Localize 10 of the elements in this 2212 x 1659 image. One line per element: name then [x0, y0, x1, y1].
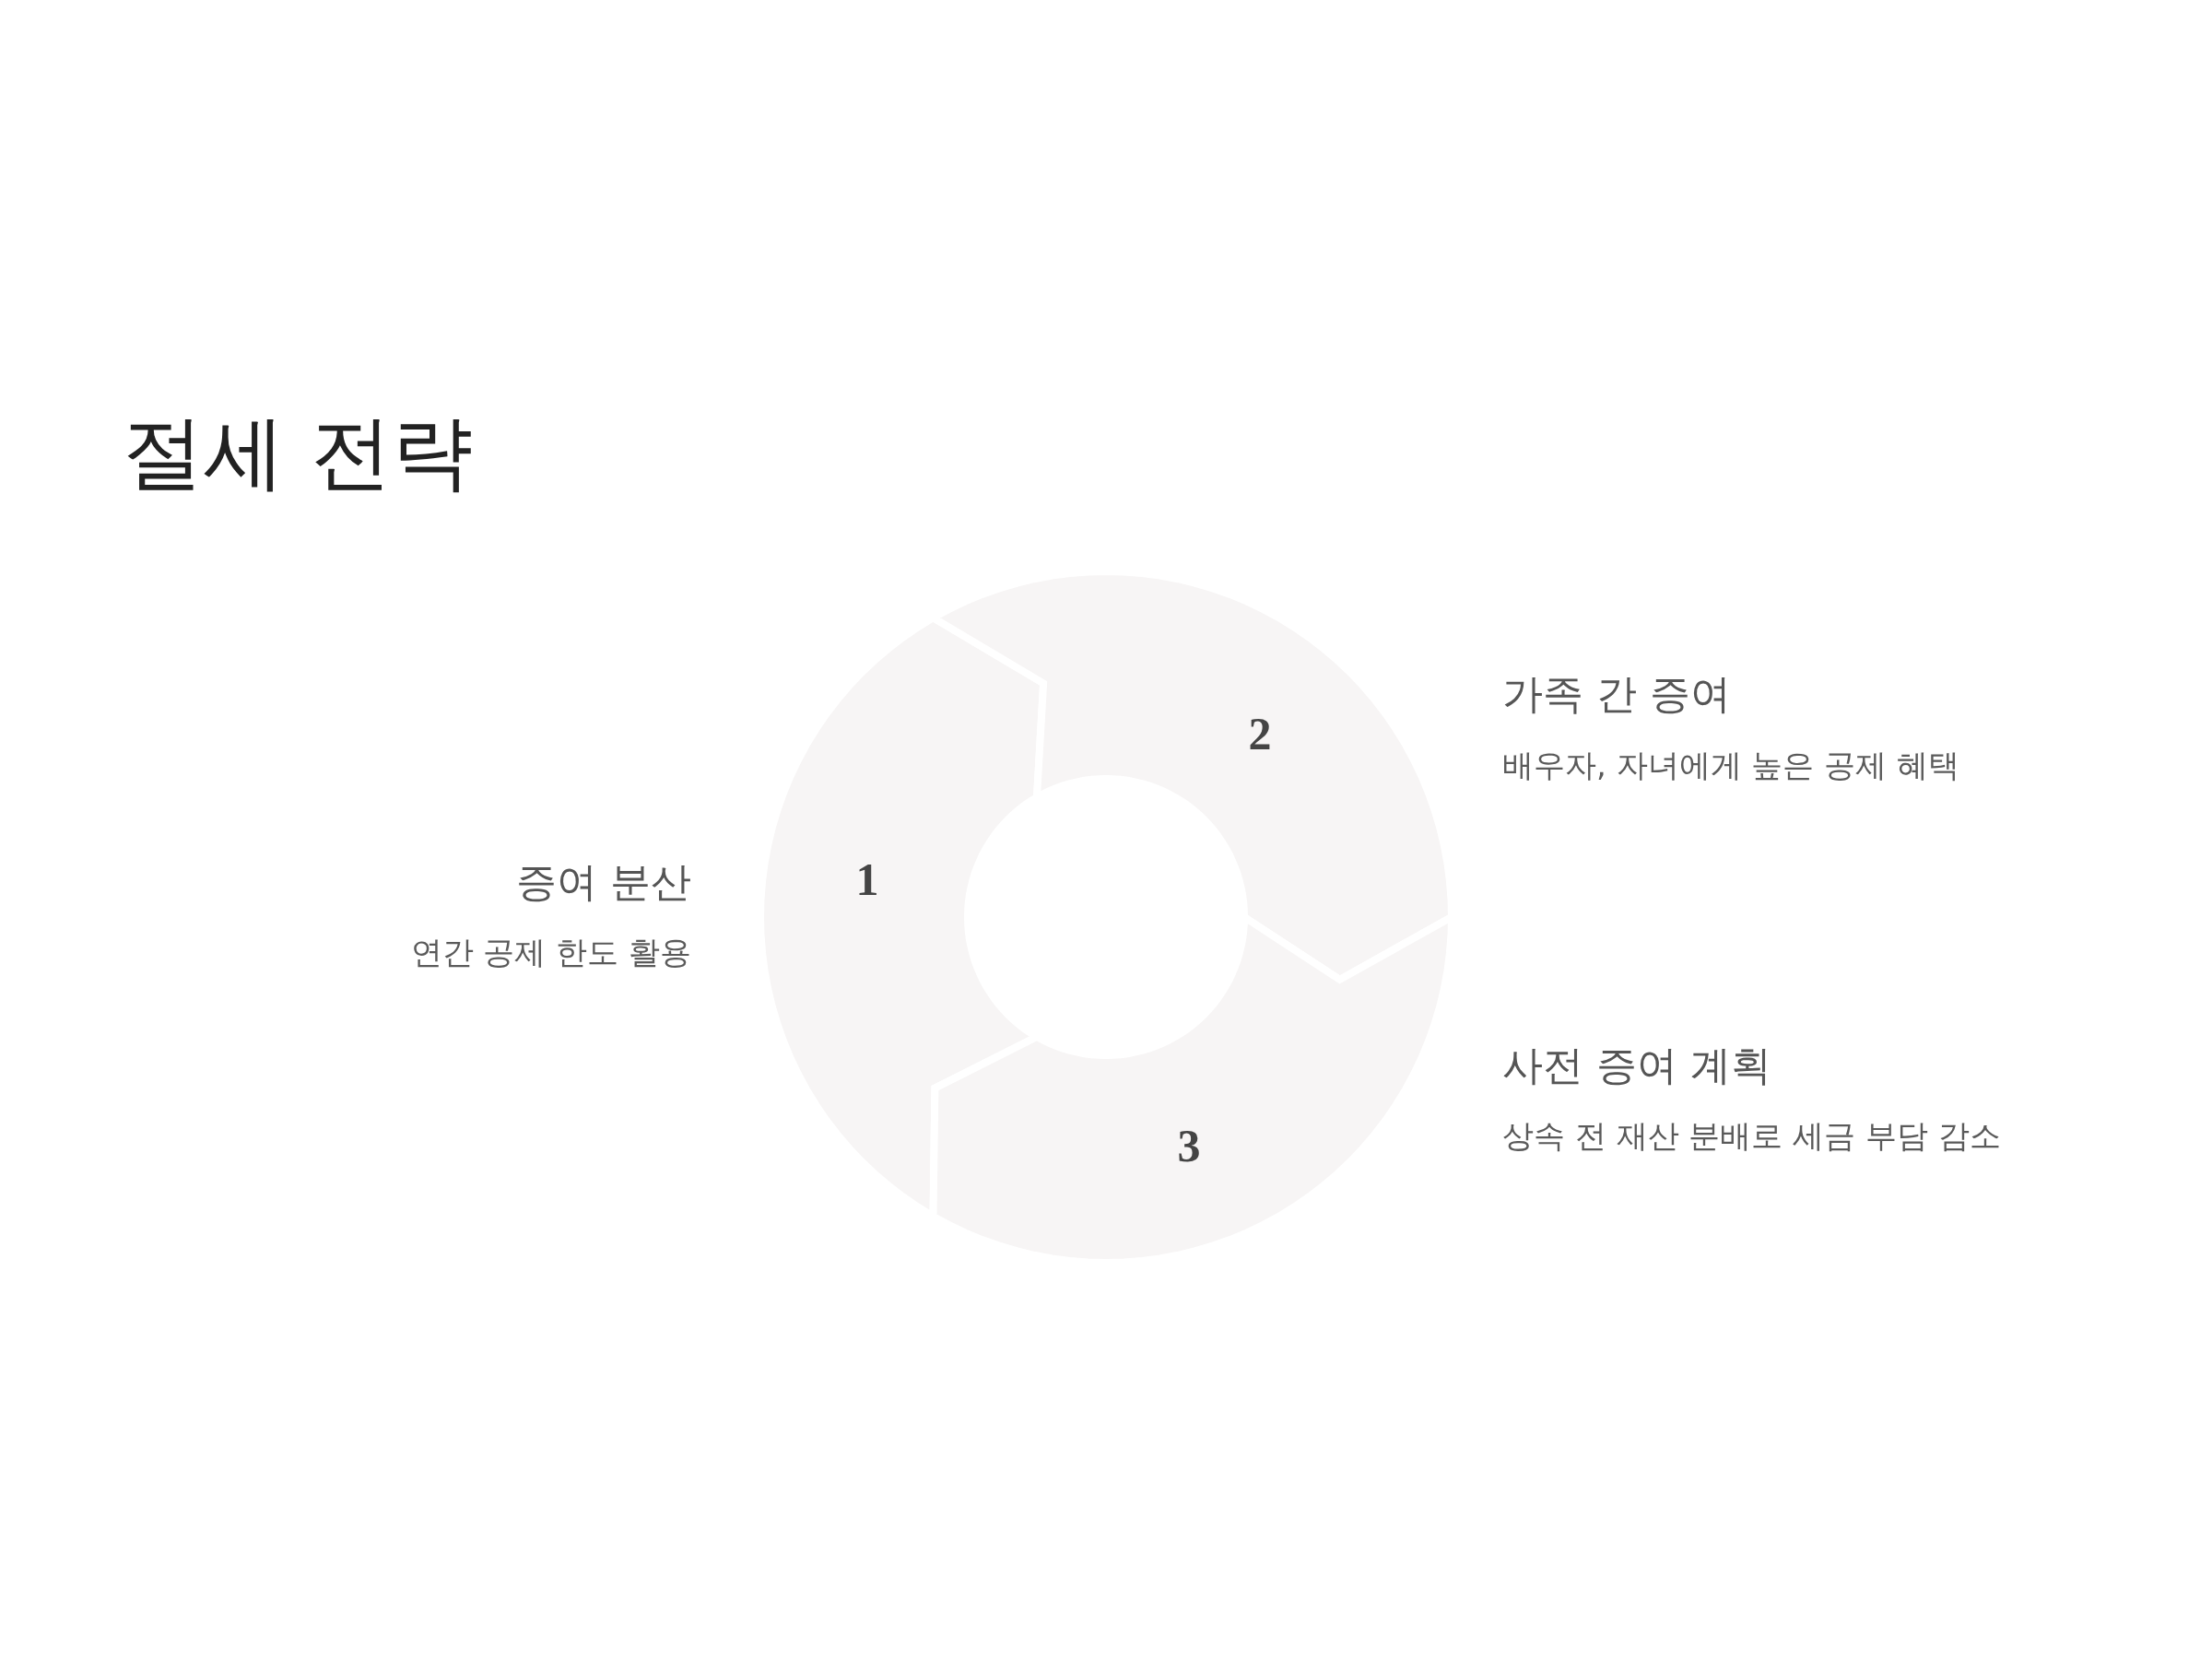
step-description: 배우자, 자녀에게 높은 공제 혜택 [1502, 749, 1960, 781]
step-number: 3 [1177, 1123, 1201, 1169]
step-heading: 사전 증여 계획 [1502, 1045, 1771, 1086]
title: 절세 전략 [123, 404, 473, 501]
step-description: 연간 공제 한도 활용 [410, 936, 691, 968]
step-heading: 증여 분산 [516, 862, 691, 902]
step-description: 상속 전 재산 분배로 세금 부담 감소 [1502, 1120, 2001, 1151]
step-number: 1 [855, 856, 879, 902]
step-heading: 가족 간 증여 [1502, 674, 1731, 714]
step-number: 2 [1248, 711, 1272, 757]
